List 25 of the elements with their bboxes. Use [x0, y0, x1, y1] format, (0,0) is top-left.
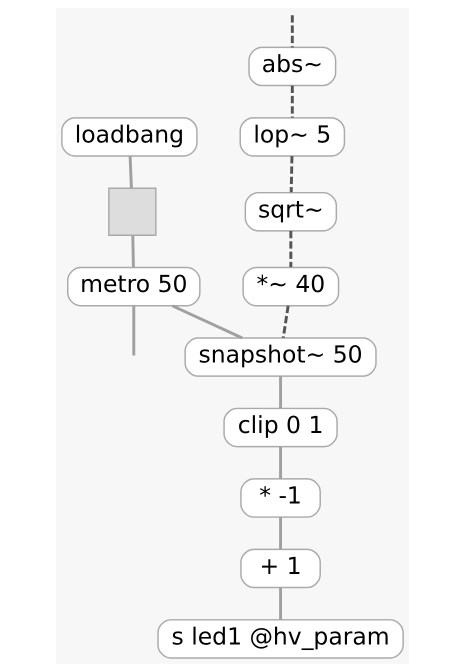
connector — [278, 517, 282, 550]
node-box: metro 50 — [66, 266, 200, 306]
connector — [128, 156, 132, 188]
connector — [130, 236, 134, 268]
node-box: s led1 @hv_param — [156, 619, 404, 659]
connector — [289, 156, 293, 192]
node-box: *~ 40 — [242, 266, 339, 306]
connector — [288, 231, 292, 268]
connector — [290, 15, 294, 48]
node-box: * -1 — [240, 478, 320, 518]
connector — [290, 86, 294, 118]
connector — [171, 304, 242, 340]
node-box: + 1 — [240, 548, 320, 588]
connector — [281, 306, 290, 338]
node-box: snapshot~ 50 — [184, 337, 376, 377]
node-box: sqrt~ — [244, 192, 337, 232]
connector — [132, 306, 135, 356]
connector — [278, 588, 282, 620]
node-box: lop~ 5 — [238, 117, 345, 157]
connector — [278, 376, 282, 408]
connector — [278, 446, 282, 479]
node-box — [108, 188, 156, 236]
node-box: loadbang — [60, 117, 198, 157]
node-box: clip 0 1 — [222, 408, 338, 448]
node-box: abs~ — [248, 46, 336, 86]
